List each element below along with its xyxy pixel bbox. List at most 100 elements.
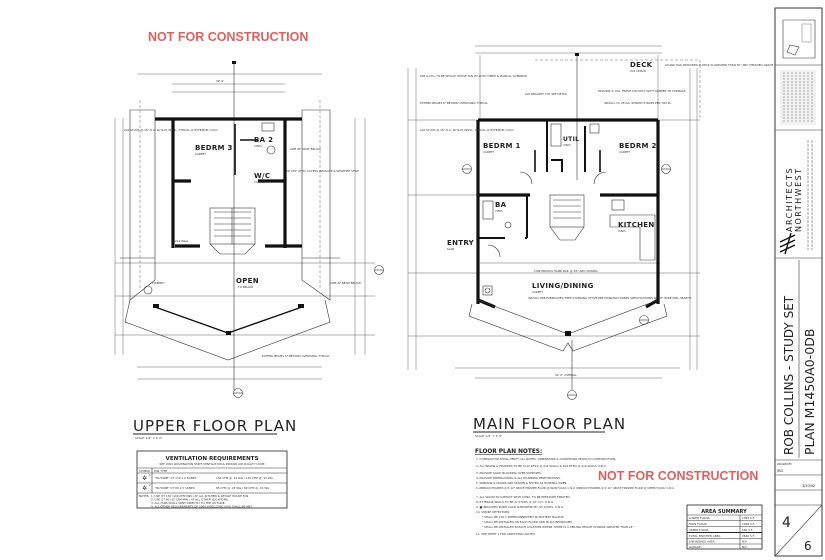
callout-note: LINE OF ROOF BELOW [290,147,321,151]
table-row: GARAGE:N/A [689,545,747,549]
room-label-bedrm-2: BEDRM 2 [619,142,657,150]
upper-plan-scale: SCALE: 1/4" = 1'-0" [135,436,163,440]
upper-stair [209,207,256,255]
grid-bubble-main-bottom [567,390,577,400]
note-item: 1. CONTRACTOR SHALL VERIFY ALL NOTES, DI… [476,457,616,461]
label-text: MAIN FLOOR: [689,522,707,526]
room-finish: CARPET [532,290,543,294]
firm-name-line1: ARCHITECTS [785,167,794,232]
column-header: SYMBOL [139,469,151,473]
label-text: N/A [742,540,747,544]
state-map-logo [782,19,816,59]
architects-northwest-logo: ARCHITECTS NORTHWEST [779,140,813,255]
note-item: 3. PROVIDE SOLID BLOCKING OVER SUPPORTS. [476,471,542,475]
column-header: FAN TYPE [154,469,167,473]
label-text: TOTAL FINISHED AREA: [688,534,721,538]
fan-icon: ✲ [142,475,147,482]
callout-note: 22"x30" ATTIC ACCESS INSULATE & WEATHER … [286,169,359,173]
fan-symbol: 1 [149,473,151,477]
ventilation-title: VENTILATION REQUIREMENTS [165,456,258,462]
floor-plan-notes: FLOOR PLAN NOTES: 1. CONTRACTOR SHALL VE… [475,449,674,536]
watermark-top: NOT FOR CONSTRUCTION [148,30,308,44]
label-text: UNFINISHED AREA: [689,540,716,544]
room-label-ba: BA [495,201,507,209]
table-row: MAIN FLOOR: 1058 S.F. [689,522,755,526]
room-label-wc: W/C [254,172,270,180]
drawn-by-block: DRAWN BY JRD 3/20/02 [775,462,822,491]
ventilation-note: 4. ALL OTHER REQUIREMENTS OF 2000 WSEC/2… [151,504,253,508]
room-finish: VINYL [563,143,572,147]
note-item: 6. WINDOW HEADERS @ 6'-10" ABOVE FINISHE… [476,486,674,490]
room-label-util: UTIL [563,136,579,143]
table-row: UPPER FLOOR: 560 S.F. [689,528,753,532]
room-label-deck: DECK [630,61,653,69]
callout-note: LINE OF BEAM BELOW [330,281,361,285]
grid-bubble-main-right [661,164,671,174]
room-label-ba-2: BA 2 [254,136,273,144]
ventilation-note: 1. USE QT 150 (100 CFM MIN.) AT ALL KITC… [151,494,249,498]
fan-type: "NUTONE" QT 150 1.0 SONES [155,476,197,480]
room-finish: VINYL [254,144,263,148]
fan-symbol: 2 [149,483,151,487]
area-summary-table: AREA SUMMARY LOWER FLOOR: 1058 S.F. MAIN … [686,504,763,550]
main-plan-title: MAIN FLOOR PLAN [473,415,626,433]
grid-bubble-upper-bottom [233,388,243,398]
callout-note: PROVIDE 4" DIA. FRESH AIR DUCT WITH DAMP… [598,89,686,93]
fan-rating: 85 CFM @ .25 WG / 80 CFM @ .10 WG [216,486,269,490]
callout-note: INSTALL (2) 26 GA. SEISMIC STRAPS PER TO… [604,101,672,105]
area-summary-title: AREA SUMMARY [701,509,747,515]
main-plan-scale: SCALE: 1/4" = 1'-0" [475,434,503,438]
table-row: TOTAL FINISHED AREA:2666 S.F. [688,534,755,538]
label-text: JRD [776,469,783,473]
sheet-number: 4 6 [774,504,823,557]
overall-dimension-upper: 32'-0" [216,79,225,83]
table-row: UNFINISHED AREA: N/A [689,540,747,544]
label-text: 1058 S.F. [742,522,755,526]
project-title: ROB COLLINS - STUDY SET [782,295,796,455]
room-label-bedrm-1: BEDRM 1 [483,142,521,150]
callout-note: CONTINUOUS HAND RAIL @ 36" ABV. NOSING [534,269,598,273]
floor-plan-notes-title: FLOOR PLAN NOTES: [475,449,542,455]
note-item: 10. SMOKE DETECTORS: [476,510,510,514]
label-text: DRAWN BY [777,462,792,466]
room-finish: VINYL [618,229,627,233]
grid-bubble-main-left [462,164,472,174]
fan-rating: 150 CFM @ .25 WG / 130 CFM @ .10 WG [216,476,273,480]
ventilation-subtitle: SEE 2000 WASHINGTON STATE VENTILATION & … [159,462,264,466]
label-text: 560 S.F. [742,528,753,532]
label-text: 3/20/02 [802,484,815,488]
callout-note: EXTEND BEAMS 6" BEYOND OVERHANG TYPICAL [420,101,488,105]
room-label-open: OPEN [236,277,259,285]
watermark-bottom: NOT FOR CONSTRUCTION [598,469,758,483]
note-item: 4. PROVIDE FIREBLOCKING & ALL PLUMBING P… [476,476,561,480]
grid-bubble-main-lower-right [639,315,649,325]
callout-note: GUARD RAIL REQUIRED IF DECK IS GREATER T… [665,63,774,67]
notes-label: NOTES: [139,494,150,498]
note-item: * SHALL BE 110 V INTERCONNECTED W/ BATTE… [482,515,564,519]
room-finish: VINYL [495,209,504,213]
callout-note: EXTEND BEAMS 6" BEYOND OVERHANG TYPICAL [262,354,330,358]
room-finish: CARPET [195,152,206,156]
room-finish: CARPET [483,150,494,154]
sheet-current: 4 [782,515,791,531]
callout-note: 2x6 STUDS @ 16" O.C. W/ R-21 INSUL. TYPI… [420,128,514,132]
sheet-total: 6 [804,539,812,553]
ventilation-requirements-table: VENTILATION REQUIREMENTS SEE 2000 WASHIN… [136,450,288,509]
ventilation-note: 2. USE QT 80 (50 CFM MIN.) AT ALL OTHER … [151,498,229,502]
overall-dimension-main: 32'-0" OVERALL [555,373,577,377]
room-finish: CARPET [619,150,630,154]
callout-note: 2x6 BRACKET TYP. SEE DETAIL [525,92,568,96]
note-item: 11. SEE SHEET 1 FOR ADDITIONAL NOTES. [476,532,536,536]
title-block-fine-print [780,70,816,125]
note-item: 9. ■ INDICATES POINT LOAD SUPPORTED BY (… [476,505,564,509]
label-text: LOWER FLOOR: [689,516,710,520]
main-dimensions [407,45,700,390]
callout-note: FAN & LTG. TO BE WHOLE HOUSE FAN W/ AUTO… [420,74,527,78]
table-row: ✲ 1 "NUTONE" QT 150 1.0 SONES 150 CFM @ … [142,473,273,482]
label-text: GARAGE: [689,545,702,549]
label-text: UPPER FLOOR: [689,528,709,532]
label-text: 1058 S.F. [742,516,755,520]
callout-note: 2x4 WALL [175,239,189,243]
upper-floor-plan: BEDRM 3 CARPET BA 2 VINYL W/C CARPET OPE… [114,61,384,440]
